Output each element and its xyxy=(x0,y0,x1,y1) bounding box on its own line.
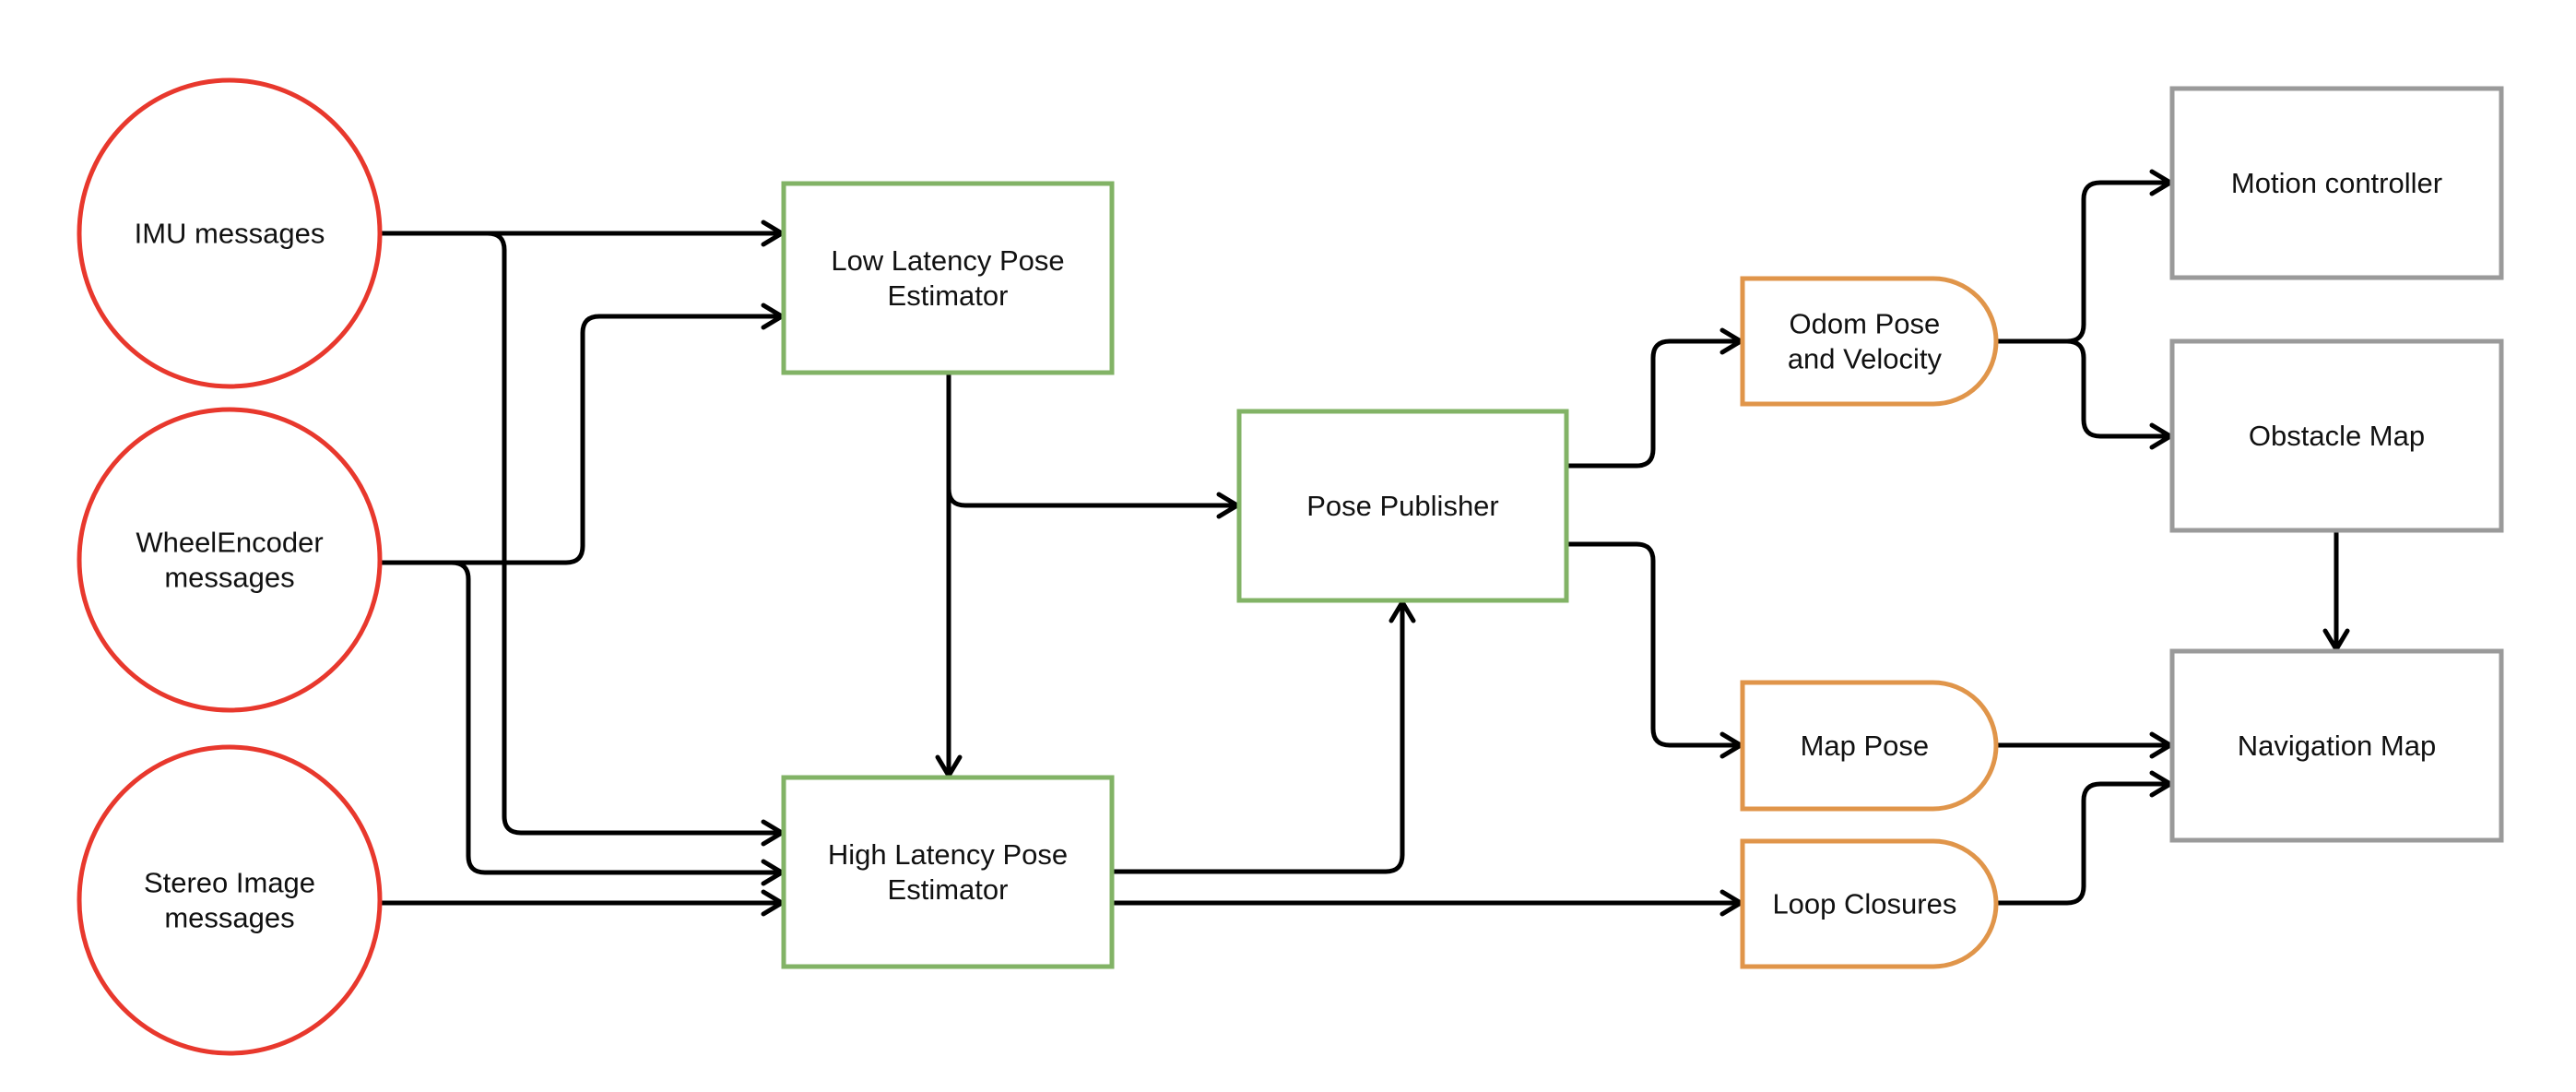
edge-pose-publisher-to-map-pose xyxy=(1567,541,1745,759)
node-shape xyxy=(781,181,1115,375)
node-motion-controller[interactable]: Motion controller xyxy=(2169,86,2504,280)
node-label: messages xyxy=(164,902,294,934)
connector-line xyxy=(1113,602,1405,874)
node-obstacle-map[interactable]: Obstacle Map xyxy=(2169,338,2504,533)
node-label: Navigation Map xyxy=(2238,730,2436,762)
node-shape xyxy=(1740,680,1999,812)
node-label: Estimator xyxy=(888,279,1009,312)
edges-layer xyxy=(380,169,2350,917)
edge-map-pose-to-navigation-map xyxy=(1996,731,2175,759)
connector-line xyxy=(946,373,1237,508)
edge-odom-pose-to-motion-controller xyxy=(1996,169,2175,344)
connector-line xyxy=(380,560,782,875)
edge-low-latency-to-high-latency xyxy=(935,373,963,780)
edge-odom-pose-to-obstacle-map xyxy=(1996,338,2175,450)
node-label: messages xyxy=(164,562,294,594)
connector-line xyxy=(380,231,782,836)
node-shape xyxy=(2169,338,2504,533)
edge-wheel-to-low-latency xyxy=(380,303,786,565)
edge-high-latency-to-loop-closures xyxy=(1113,889,1745,917)
edge-pose-publisher-to-odom-pose xyxy=(1567,327,1745,469)
node-loop-closures[interactable]: Loop Closures xyxy=(1740,838,1999,969)
node-label: Loop Closures xyxy=(1772,888,1956,920)
node-shape xyxy=(77,77,383,389)
connector-line xyxy=(380,314,782,565)
edge-stereo-to-high-latency xyxy=(380,889,786,917)
edge-obstacle-map-to-navigation-map xyxy=(2322,531,2350,654)
edge-loop-closures-to-navigation-map xyxy=(1996,770,2175,906)
node-label: Estimator xyxy=(888,873,1009,906)
node-shape xyxy=(77,407,383,713)
node-shape xyxy=(77,744,383,1056)
edge-low-latency-to-pose-publisher xyxy=(946,373,1242,519)
node-label: Obstacle Map xyxy=(2249,420,2425,452)
node-label: and Velocity xyxy=(1788,343,1943,375)
node-label: Map Pose xyxy=(1801,730,1930,762)
connector-line xyxy=(1996,338,2170,439)
edge-wheel-to-high-latency xyxy=(380,560,786,886)
node-shape xyxy=(2169,648,2504,843)
node-label: Low Latency Pose xyxy=(831,244,1064,277)
node-shape xyxy=(781,775,1115,969)
edge-high-latency-to-pose-publisher xyxy=(1113,598,1416,874)
node-pose-publisher[interactable]: Pose Publisher xyxy=(1236,409,1569,603)
node-shape xyxy=(2169,86,2504,280)
node-label: Motion controller xyxy=(2231,167,2442,199)
connector-line xyxy=(1567,541,1741,748)
connector-line xyxy=(1996,781,2170,906)
node-shape xyxy=(1740,276,1999,407)
node-label: Stereo Image xyxy=(144,867,315,899)
node-label: Pose Publisher xyxy=(1306,490,1499,522)
connector-line xyxy=(1567,338,1741,469)
node-imu[interactable]: IMU messages xyxy=(77,77,383,389)
node-shape xyxy=(1236,409,1569,603)
node-map-pose[interactable]: Map Pose xyxy=(1740,680,1999,812)
node-shape xyxy=(1740,838,1999,969)
node-label: WheelEncoder xyxy=(136,527,323,559)
node-label: High Latency Pose xyxy=(828,838,1068,871)
node-navigation-map[interactable]: Navigation Map xyxy=(2169,648,2504,843)
node-label: IMU messages xyxy=(135,218,325,250)
node-label: Odom Pose xyxy=(1790,308,1941,340)
connector-line xyxy=(1996,180,2170,344)
